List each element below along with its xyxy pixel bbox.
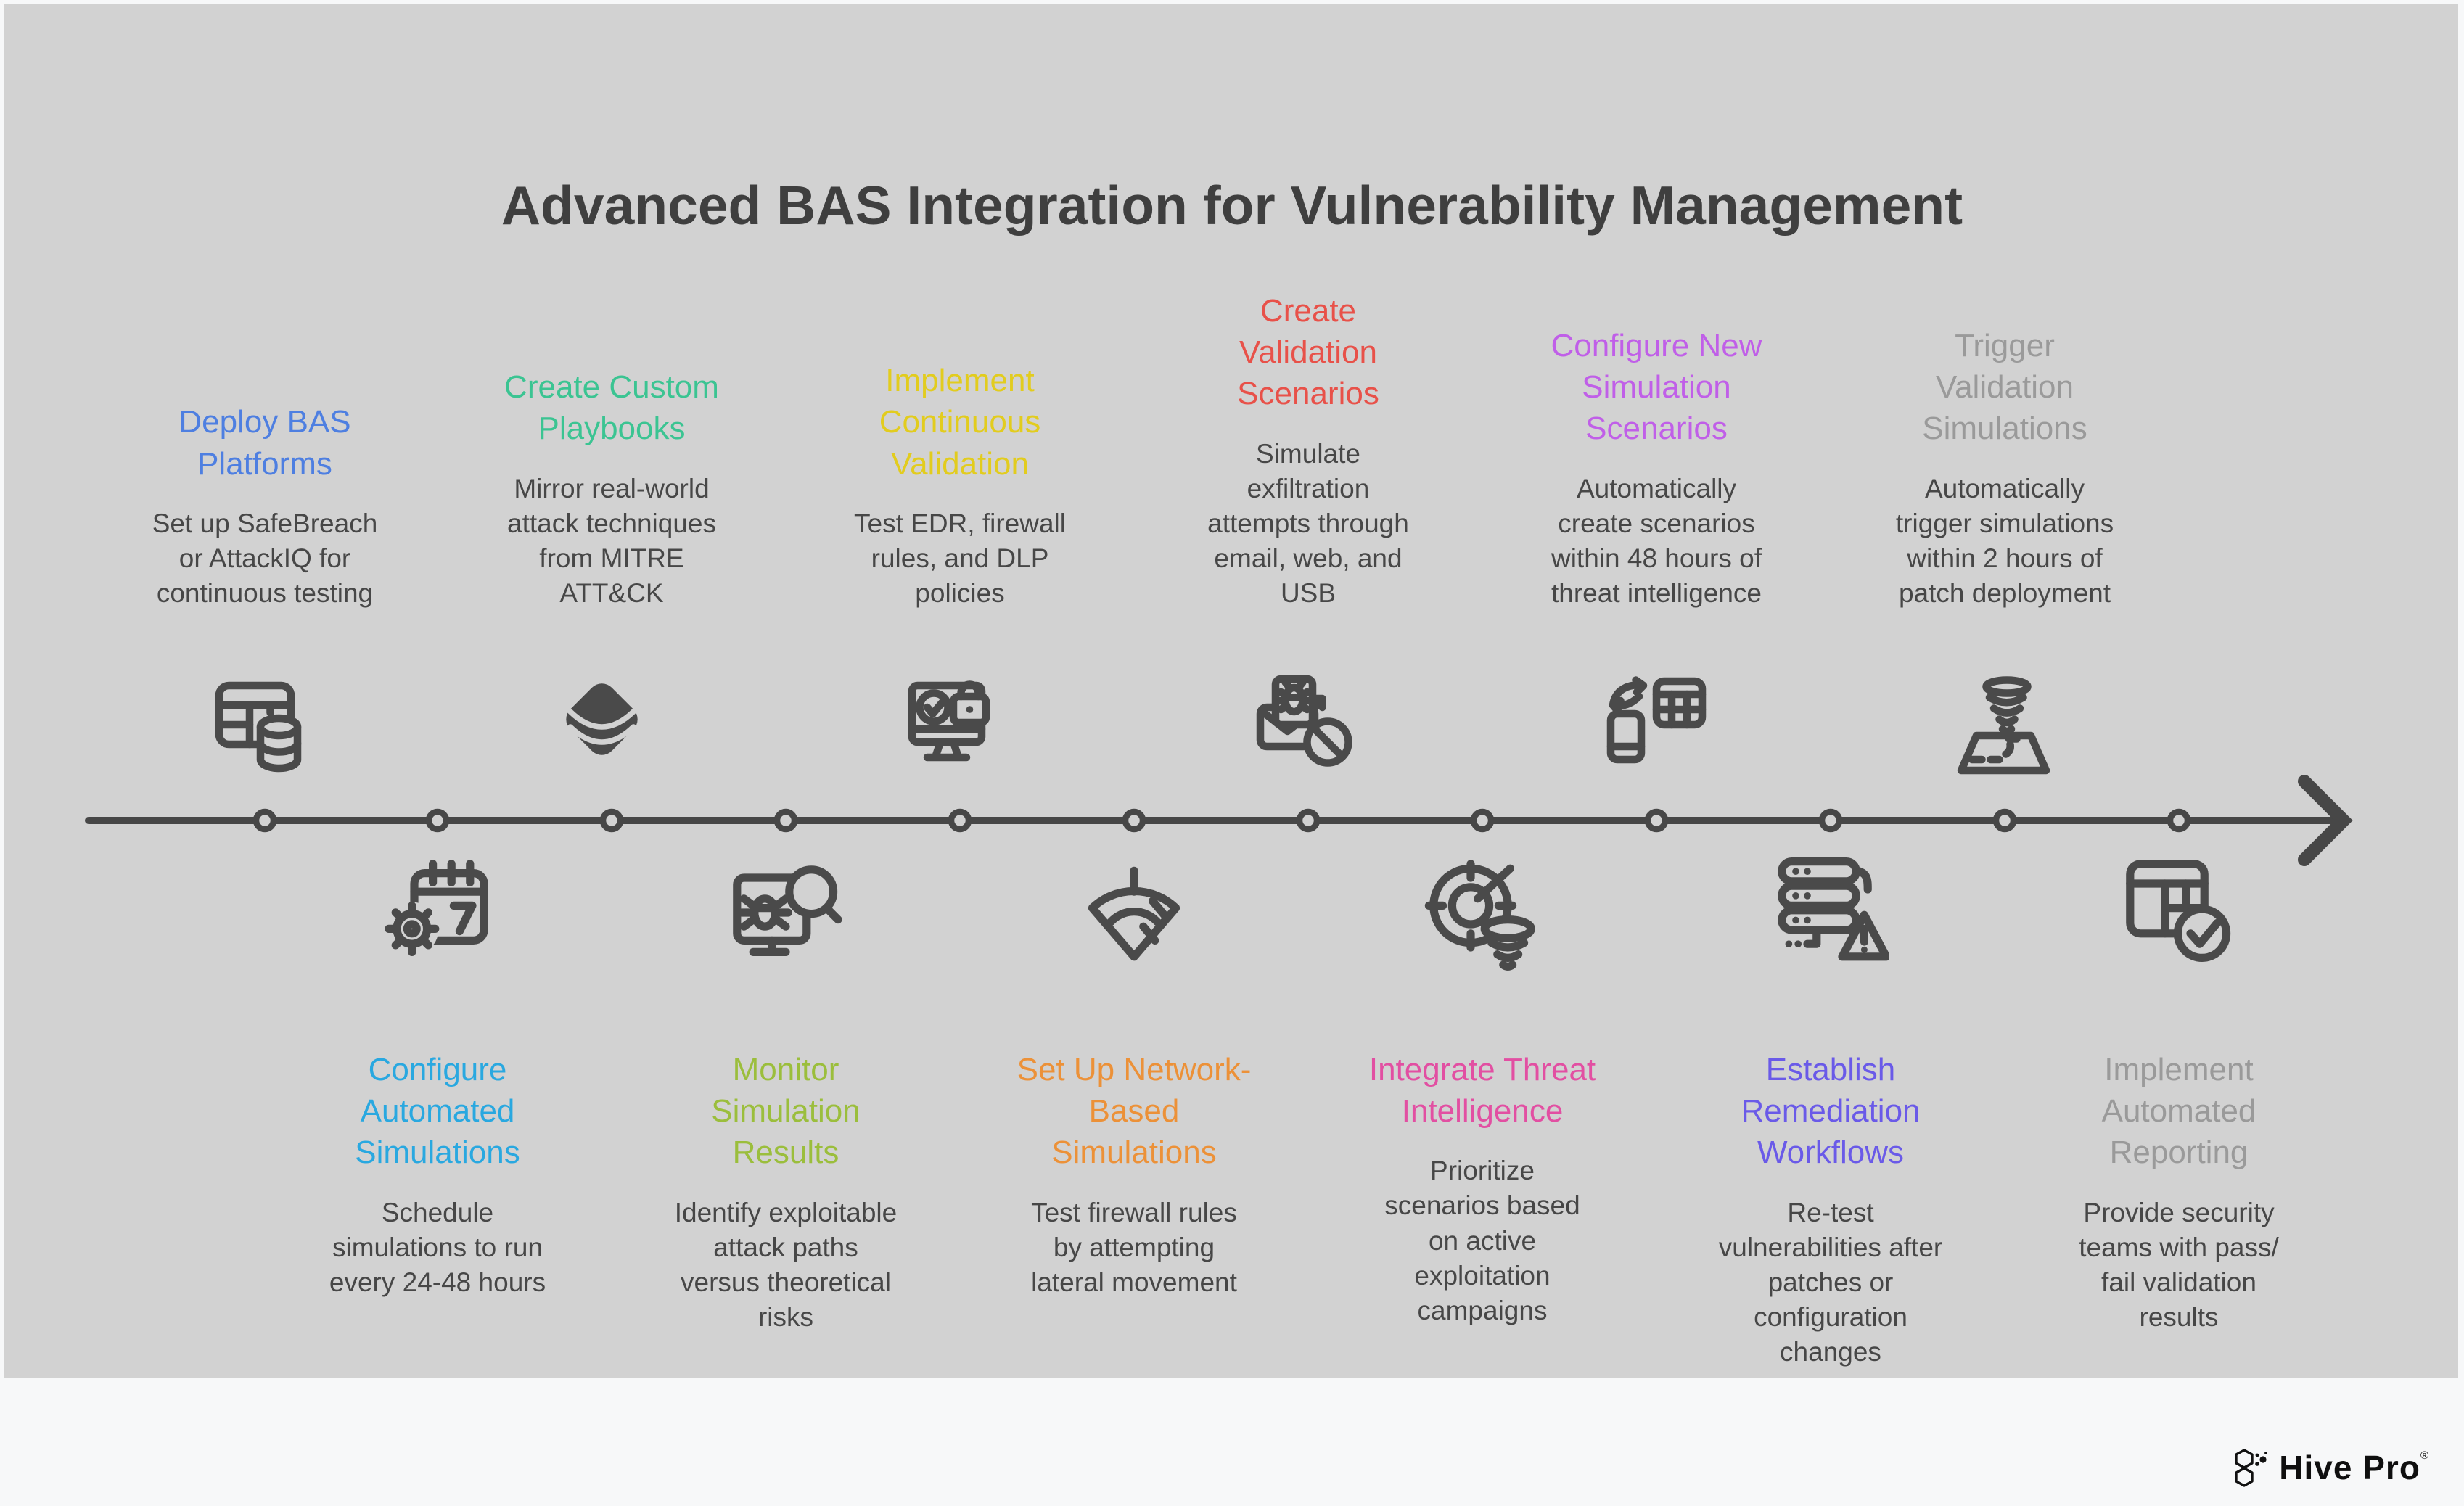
- arrow-right-icon: [2298, 775, 2353, 866]
- step-trigger-validation-simulations: Trigger Validation Simulations Automatic…: [1845, 270, 2164, 611]
- monitor-check-lock-icon: [908, 680, 990, 762]
- step-deploy-bas-platforms: Deploy BAS Platforms Set up SafeBreach o…: [105, 270, 424, 611]
- step-title: Monitor Simulation Results: [711, 1052, 861, 1171]
- step-title: Implement Automated Reporting: [2101, 1052, 2256, 1171]
- step-description: Automatically trigger simulations within…: [1895, 473, 2114, 608]
- timeline-dot: [1644, 808, 1669, 833]
- step-title: Establish Remediation Workflows: [1741, 1052, 1921, 1171]
- step-description: Automatically create scenarios within 48…: [1551, 473, 1762, 608]
- timeline: [85, 775, 2353, 866]
- diamond-badge-icon: [566, 683, 638, 755]
- map-tornado-icon: [1957, 676, 2050, 775]
- step-description: Identify exploitable attack paths versus…: [674, 1197, 898, 1332]
- step-establish-remediation-workflows: Establish Remediation Workflows Re-test …: [1671, 1049, 1990, 1370]
- step-title: Create Custom Playbooks: [504, 369, 719, 447]
- timeline-dot: [1992, 808, 2017, 833]
- hexagon-logo-icon: [2235, 1449, 2268, 1487]
- email-bug-block-icon: [1256, 675, 1352, 767]
- step-description: Test firewall rules by attempting latera…: [1031, 1197, 1237, 1297]
- step-description: Test EDR, firewall rules, and DLP polici…: [854, 508, 1066, 608]
- timeline-dot: [773, 808, 798, 833]
- step-description: Prioritize scenarios based on active exp…: [1384, 1156, 1580, 1325]
- step-configure-automated-simulations: Configure Automated Simulations Schedule…: [278, 1049, 597, 1300]
- registered-mark: ®: [2420, 1449, 2429, 1462]
- step-title: Configure New Simulation Scenarios: [1551, 328, 1762, 447]
- server-warning-icon: [1778, 857, 1889, 961]
- calendar-gear-icon: [385, 860, 488, 956]
- step-title: Implement Continuous Validation: [879, 363, 1041, 482]
- step-set-up-network-based-simulations: Set Up Network- Based Simulations Test f…: [974, 1049, 1294, 1300]
- timeline-dot: [1818, 808, 1843, 833]
- step-monitor-simulation-results: Monitor Simulation Results Identify expl…: [626, 1049, 945, 1335]
- step-description: Schedule simulations to run every 24-48 …: [329, 1197, 546, 1297]
- timeline-dot: [2167, 808, 2191, 833]
- infographic-canvas: [4, 4, 2458, 1378]
- step-implement-continuous-validation: Implement Continuous Validation Test EDR…: [800, 270, 1120, 611]
- timeline-dot: [599, 808, 624, 833]
- monitor-bug-search-icon: [733, 865, 842, 956]
- step-title: Deploy BAS Platforms: [178, 404, 351, 482]
- timeline-dot: [1122, 808, 1146, 833]
- step-configure-new-simulation-scenarios: Configure New Simulation Scenarios Autom…: [1497, 270, 1816, 611]
- step-description: Set up SafeBreach or AttackIQ for contin…: [152, 508, 378, 608]
- page-title: Advanced BAS Integration for Vulnerabili…: [501, 175, 1963, 236]
- phone-sync-table-icon: [1606, 676, 1707, 764]
- logo-text: Hive Pro®: [2279, 1449, 2429, 1486]
- step-integrate-threat-intelligence: Integrate Threat Intelligence Prioritize…: [1323, 1049, 1642, 1328]
- step-title: Set Up Network- Based Simulations: [1017, 1052, 1252, 1171]
- step-title: Trigger Validation Simulations: [1922, 328, 2087, 447]
- step-implement-automated-reporting: Implement Automated Reporting Provide se…: [2019, 1049, 2338, 1335]
- step-title: Integrate Threat Intelligence: [1368, 1052, 1596, 1130]
- step-description: Mirror real-world attack techniques from…: [507, 473, 716, 608]
- step-description: Provide security teams with pass/ fail v…: [2079, 1197, 2279, 1332]
- timeline-dot: [252, 808, 277, 833]
- network-fan-icon: [1088, 866, 1180, 961]
- timeline-dot: [1296, 808, 1321, 833]
- timeline-dot: [1470, 808, 1495, 833]
- step-create-validation-scenarios: Create Validation Scenarios Simulate exf…: [1149, 270, 1468, 611]
- timeline-dot: [425, 808, 450, 833]
- table-check-icon: [2126, 860, 2231, 962]
- timeline-dot: [948, 808, 972, 833]
- step-description: Re-test vulnerabilities after patches or…: [1718, 1197, 1943, 1367]
- target-funnel-icon: [1424, 860, 1535, 971]
- database-table-icon: [215, 681, 302, 773]
- step-create-custom-playbooks: Create Custom Playbooks Mirror real-worl…: [452, 270, 771, 611]
- step-description: Simulate exfiltration attempts through e…: [1207, 438, 1409, 608]
- step-title: Configure Automated Simulations: [355, 1052, 520, 1171]
- step-title: Create Validation Scenarios: [1237, 292, 1379, 412]
- hive-pro-logo: Hive Pro®: [2233, 1447, 2429, 1489]
